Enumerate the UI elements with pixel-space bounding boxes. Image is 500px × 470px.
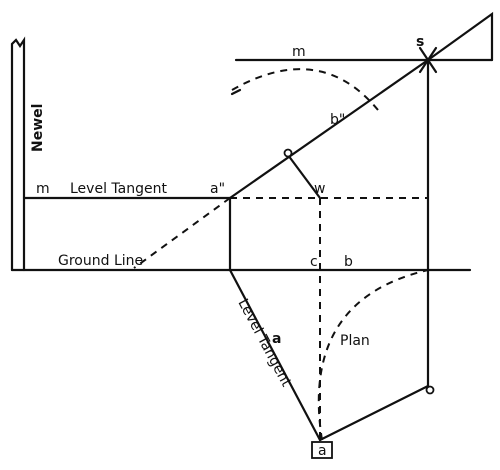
plan-label: Plan (340, 333, 370, 349)
b-double-prime-label: b" (330, 112, 345, 128)
point-a-box (311, 441, 333, 459)
a-mid-label: a (272, 331, 281, 347)
m-left-label: m (36, 181, 50, 197)
a-double-prime-label: a" (210, 181, 225, 197)
a-box-label: a (318, 443, 327, 459)
point-o-circle (283, 148, 293, 158)
level-tangent-label: Level Tangent (70, 181, 167, 197)
b-label: b (344, 254, 353, 270)
c-label: c (310, 254, 318, 270)
top-dashed-arc (231, 68, 379, 111)
w-label: w (314, 181, 325, 197)
newel-post-outline (10, 36, 26, 272)
arc-end-tick (230, 88, 242, 96)
level-tangent-diagonal-label: Level Tangent (234, 296, 294, 390)
plan-bottom-line (318, 384, 430, 442)
pitch-line-dashed (133, 197, 231, 269)
top-right-triangle (426, 11, 494, 62)
m-top-label: m (292, 44, 306, 60)
o-to-w-line (286, 153, 322, 200)
point-o-right-circle (425, 385, 435, 395)
pitch-line (228, 58, 430, 200)
plan-level-tangent-line (228, 268, 322, 442)
s-label: s (416, 34, 424, 50)
ground-line-label: Ground Line (58, 253, 143, 269)
newel-label: Newel (30, 104, 46, 152)
